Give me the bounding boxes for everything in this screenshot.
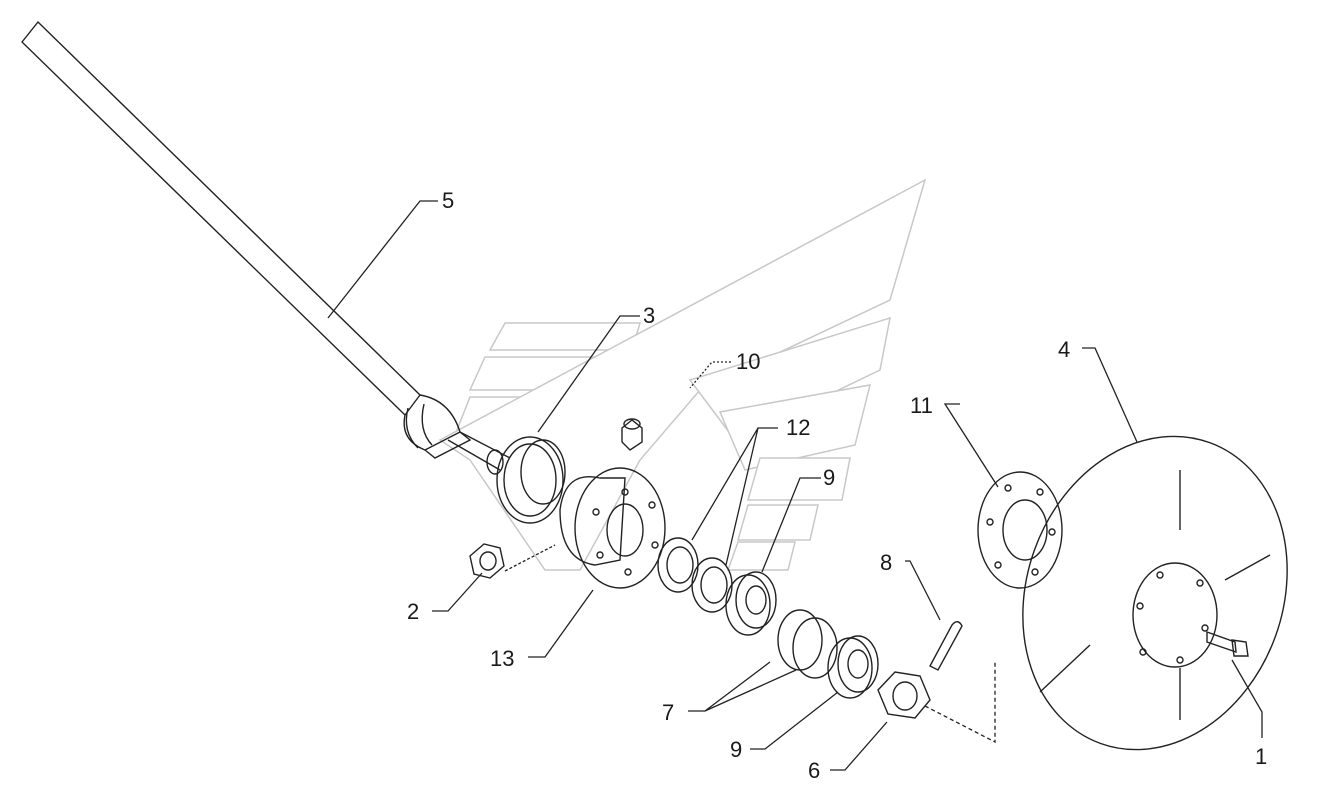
callout-8: 8 (880, 550, 892, 575)
leader-lines (327, 200, 1263, 771)
callout-9-top: 9 (823, 465, 835, 490)
cotter-pin (929, 621, 963, 671)
hub (559, 467, 666, 589)
disc (1022, 435, 1288, 751)
bolt (1206, 631, 1249, 657)
callout-7: 7 (662, 700, 674, 725)
callout-6: 6 (808, 758, 820, 783)
inner-bearing (725, 571, 777, 636)
outer-bearing (827, 635, 879, 699)
castle-nut (877, 671, 931, 719)
callout-13: 13 (490, 646, 514, 671)
callout-11: 11 (910, 393, 933, 418)
callout-1: 1 (1255, 744, 1267, 769)
callout-3: 3 (643, 303, 655, 328)
callout-5: 5 (442, 188, 454, 213)
callout-2: 2 (407, 599, 419, 624)
callout-9-bottom: 9 (730, 737, 742, 762)
axle-shaft (21, 20, 511, 475)
hub-plate (977, 471, 1063, 589)
lock-nut (469, 543, 505, 579)
grease-nipple (621, 418, 643, 451)
watermark-logo (438, 178, 927, 571)
callout-10: 10 (736, 349, 760, 374)
seal-ring (496, 436, 566, 524)
callout-4: 4 (1058, 337, 1070, 362)
bearing-races (777, 609, 838, 679)
callout-12: 12 (786, 415, 810, 440)
